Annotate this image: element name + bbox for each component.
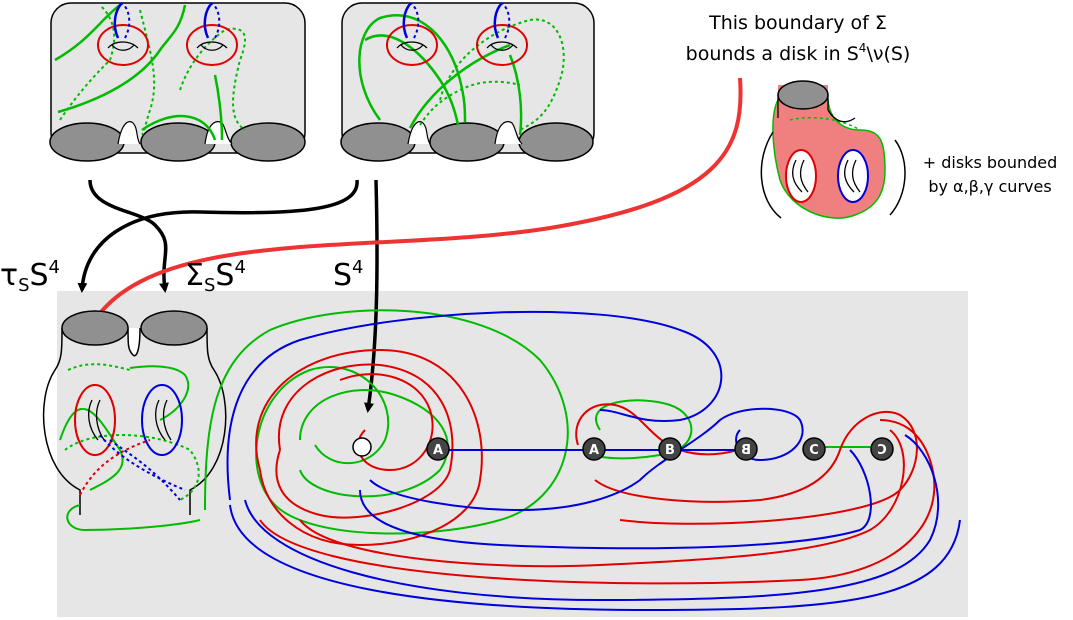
disks-note-line-1: + disks bounded — [923, 153, 1058, 172]
panel-surface — [42, 310, 227, 532]
node-A2: A — [582, 437, 606, 461]
disk-figure — [760, 80, 906, 219]
cap-panel-1 — [61, 310, 129, 346]
disks-note-line-2: by α,β,γ curves — [928, 177, 1051, 196]
node-A1: A — [426, 437, 450, 461]
label-sigma-s-s4: ΣSS4 — [185, 257, 246, 296]
node-B2: B — [734, 437, 758, 461]
node-C2: C — [870, 437, 894, 461]
cap-left-3 — [230, 122, 306, 162]
svg-text:B: B — [665, 443, 675, 458]
cap-right-2 — [429, 122, 505, 162]
svg-text:C: C — [877, 443, 887, 458]
cap-panel-2 — [140, 310, 208, 346]
svg-text:B: B — [741, 443, 751, 458]
annotation-line-1: This boundary of Σ — [708, 12, 887, 34]
arrow-annotation-red — [92, 77, 743, 324]
svg-text:A: A — [433, 443, 443, 458]
surface-box-right — [340, 2, 595, 162]
node-circle — [352, 437, 372, 457]
cap-right-1 — [340, 122, 416, 162]
svg-text:A: A — [589, 443, 599, 458]
node-C1: C — [802, 437, 826, 461]
cap-left-2 — [140, 122, 216, 162]
node-B1: B — [658, 437, 682, 461]
cap-left-1 — [49, 122, 125, 162]
annotation-line-2: bounds a disk in S4\ν(S) — [686, 41, 911, 65]
label-s4: S4 — [333, 257, 364, 293]
arrow-right-to-sigma — [77, 179, 359, 293]
svg-text:C: C — [809, 443, 819, 458]
curve-diagram — [204, 309, 961, 612]
arrow-left-to-tau — [88, 179, 169, 293]
cap-right-3 — [518, 122, 594, 162]
surface-box-left — [49, 2, 306, 162]
label-tau-s-s4: τSS4 — [0, 257, 60, 296]
